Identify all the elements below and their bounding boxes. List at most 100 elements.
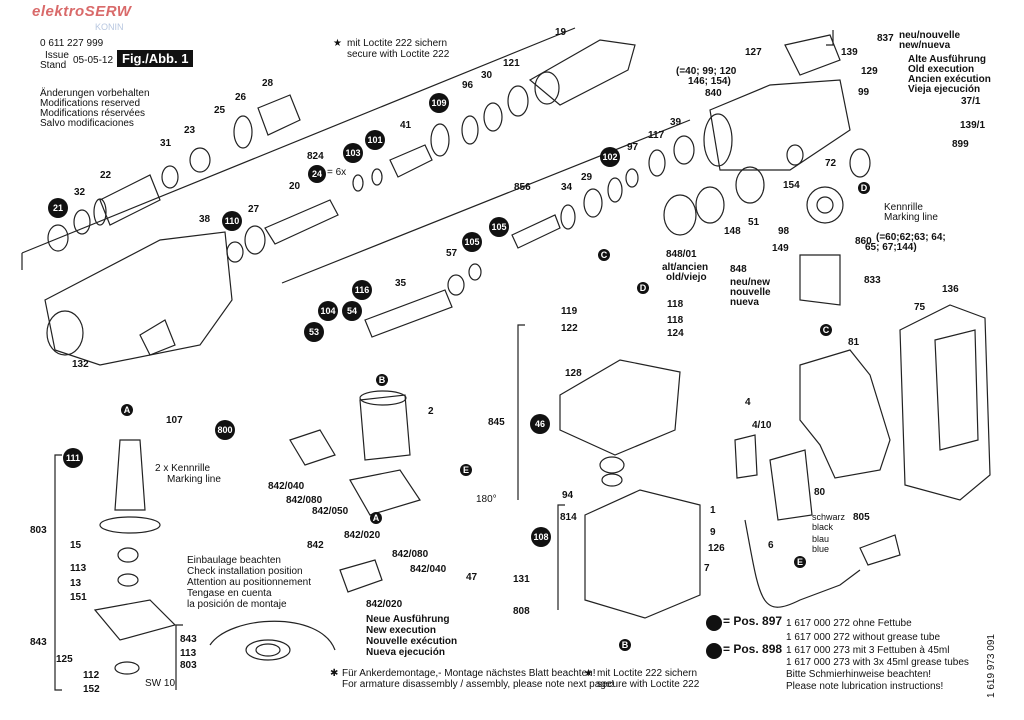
part-number-label: 47 — [466, 572, 478, 583]
badge-marker — [530, 414, 550, 434]
part-number-label: 125 — [56, 654, 73, 665]
part-badge: C — [601, 250, 608, 260]
part-number-label: 30 — [481, 70, 493, 81]
part-number-label: 117 — [648, 130, 665, 141]
badge-marker — [215, 420, 235, 440]
part-badge: B — [622, 640, 629, 650]
cable-blau: blau — [812, 534, 830, 544]
armature-note-en: For armature disassembly / assembly, ple… — [342, 679, 615, 690]
brand-sub: KONIN — [95, 22, 124, 32]
part-badge: A — [373, 513, 380, 523]
part-number-label: 129 — [861, 66, 878, 77]
part-number-label: 899 — [952, 139, 969, 150]
part-badge: 103 — [345, 148, 360, 158]
part-badge: 54 — [347, 306, 357, 316]
pos860-note-b: 65; 67;144) — [865, 242, 917, 253]
badge-marker — [376, 374, 388, 386]
part-badge: 24 — [312, 169, 322, 179]
kennrille-note: Kennrille — [884, 202, 923, 213]
part-number-label: 37/1 — [961, 96, 981, 107]
old-execution-es: Vieja ejecución — [908, 84, 981, 95]
pos860-note: (=60;62;63; 64; — [876, 232, 946, 243]
part-badge: 108 — [533, 532, 548, 542]
part-number-label: 803 — [30, 525, 47, 536]
cable-black: black — [812, 522, 834, 532]
part-number-label: 843 — [180, 634, 197, 645]
part-number-label: 840 — [705, 88, 722, 99]
reserved-es: Salvo modificaciones — [40, 118, 134, 129]
part-number-label: 15 — [70, 540, 82, 551]
part-number-label: 139/1 — [960, 120, 985, 131]
badge-marker — [342, 301, 362, 321]
part-number-label: 28 — [262, 78, 274, 89]
part-number-label: 35 — [395, 278, 407, 289]
pos840-note: (=40; 99; 120 — [676, 66, 737, 77]
part-number-label: 81 — [848, 337, 860, 348]
part-number-label: 128 — [565, 368, 582, 379]
footer-loctite-de: mit Loctite 222 sichern — [597, 668, 698, 679]
badge-marker — [531, 527, 551, 547]
part-number-label: 29 — [581, 172, 593, 183]
badge-marker — [63, 448, 83, 468]
cable-schwarz: schwarz — [812, 512, 846, 522]
part-number-label: 842/020 — [366, 599, 403, 610]
reserved-en: Modifications reserved — [40, 98, 141, 109]
part-number-label: 41 — [400, 120, 412, 131]
marking-line-note: Marking line — [884, 212, 938, 223]
part-number-label: 805 — [853, 512, 870, 523]
part-number-label: 132 — [72, 359, 89, 370]
part-number-label: 842/020 — [344, 530, 381, 541]
part-number-label: 34 — [561, 182, 573, 193]
part-badge: 53 — [309, 327, 319, 337]
badge-marker — [489, 217, 509, 237]
part-number-label: 113 — [180, 648, 197, 659]
part-number-label: 9 — [710, 527, 716, 538]
note-837-new-b: new/nueva — [899, 40, 951, 51]
part-number-label: 122 — [561, 323, 578, 334]
part-number-label: 22 — [100, 170, 112, 181]
brand-logo: elektroSERW — [32, 3, 132, 20]
part-badge: 111 — [66, 453, 80, 463]
part-number-label: 136 — [942, 284, 959, 295]
part-number-label: 99 — [858, 87, 870, 98]
grease-line-1: 1 617 000 272 ohne Fettube — [786, 618, 912, 629]
part-number-label: 842/040 — [268, 481, 305, 492]
part-number-label: 96 — [462, 80, 474, 91]
part-number-label: 23 — [184, 125, 196, 136]
old-execution-en: Old execution — [908, 64, 975, 75]
badge-marker — [48, 198, 68, 218]
part-number-label: 19 — [555, 27, 567, 38]
kennrille-2x-note: 2 x Kennrille — [155, 463, 211, 474]
old-execution-fr: Ancien exécution — [908, 74, 991, 85]
six-times-note: = 6x — [327, 167, 347, 178]
neu848-note-c: nueva — [730, 297, 759, 308]
badge-marker — [121, 404, 133, 416]
part-badge: C — [823, 325, 830, 335]
note-837-new: neu/nouvelle — [899, 30, 961, 41]
part-number-label: 149 — [772, 243, 789, 254]
part-number-label: 139 — [841, 47, 858, 58]
part-number-label: 112 — [83, 670, 100, 681]
part-number-label: 26 — [235, 92, 247, 103]
part-badge: A — [124, 405, 131, 415]
part-badge: 104 — [320, 306, 335, 316]
badge-marker — [619, 639, 631, 651]
part-badge: 46 — [535, 419, 545, 429]
install-note-de: Einbaulage beachten — [187, 555, 281, 566]
new-execution-es: Nueva ejecución — [366, 647, 445, 658]
badge-marker — [429, 93, 449, 113]
badge-marker — [820, 324, 832, 336]
part-badge: D — [640, 283, 647, 293]
part-badge: E — [797, 557, 803, 567]
part-number-label: 127 — [745, 47, 762, 58]
part-number-label: 20 — [289, 181, 301, 192]
part-number-label: 843 — [30, 637, 47, 648]
part-number-label: 814 — [560, 512, 577, 523]
install-note-en: Check installation position — [187, 566, 303, 577]
grease-line-5: Bitte Schmierhinweise beachten! — [786, 669, 932, 680]
alt848-note-b: old/viejo — [666, 272, 707, 283]
neu848-note-b: nouvelle — [730, 287, 771, 298]
part-number-label: 119 — [561, 306, 578, 317]
grease-line-2: 1 617 000 272 without grease tube — [786, 632, 941, 643]
badge-marker — [794, 556, 806, 568]
